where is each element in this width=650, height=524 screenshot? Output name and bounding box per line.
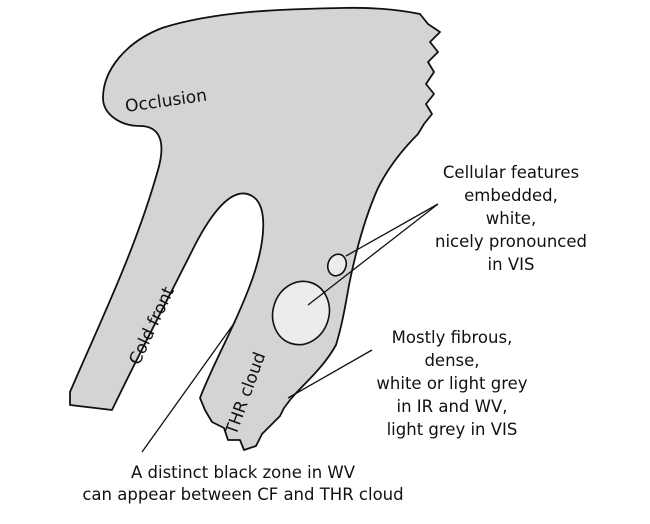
- cellular-feature-large: [271, 280, 331, 346]
- fibrous-annotation-line: in IR and WV,: [397, 397, 508, 416]
- cellular-feature-small: [326, 253, 348, 277]
- cellular-annotation-line: white,: [486, 209, 536, 228]
- leader-line-fibrous: [287, 349, 373, 399]
- fibrous-annotation-line: light grey in VIS: [387, 420, 518, 439]
- fibrous-annotation: Mostly fibrous, dense, white or light gr…: [376, 328, 527, 439]
- fibrous-annotation-line: dense,: [424, 351, 479, 370]
- leader-line-cellular-small: [345, 203, 439, 257]
- cellular-annotation-line: embedded,: [464, 186, 558, 205]
- cellular-annotation-line: nicely pronounced: [435, 232, 587, 251]
- fibrous-annotation-line: Mostly fibrous,: [392, 328, 513, 347]
- fibrous-annotation-line: white or light grey: [376, 374, 527, 393]
- leader-line-cellular-large: [307, 203, 439, 306]
- black-zone-annotation-line: can appear between CF and THR cloud: [82, 485, 403, 504]
- black-zone-annotation: A distinct black zone in WV can appear b…: [82, 463, 403, 504]
- cellular-annotation: Cellular features embedded, white, nicel…: [435, 163, 587, 274]
- cloud-band-shape: [69, 6, 441, 451]
- black-zone-annotation-line: A distinct black zone in WV: [131, 463, 356, 482]
- cellular-annotation-line: Cellular features: [443, 163, 579, 182]
- leader-line-black-zone: [141, 321, 236, 453]
- cellular-annotation-line: in VIS: [488, 255, 535, 274]
